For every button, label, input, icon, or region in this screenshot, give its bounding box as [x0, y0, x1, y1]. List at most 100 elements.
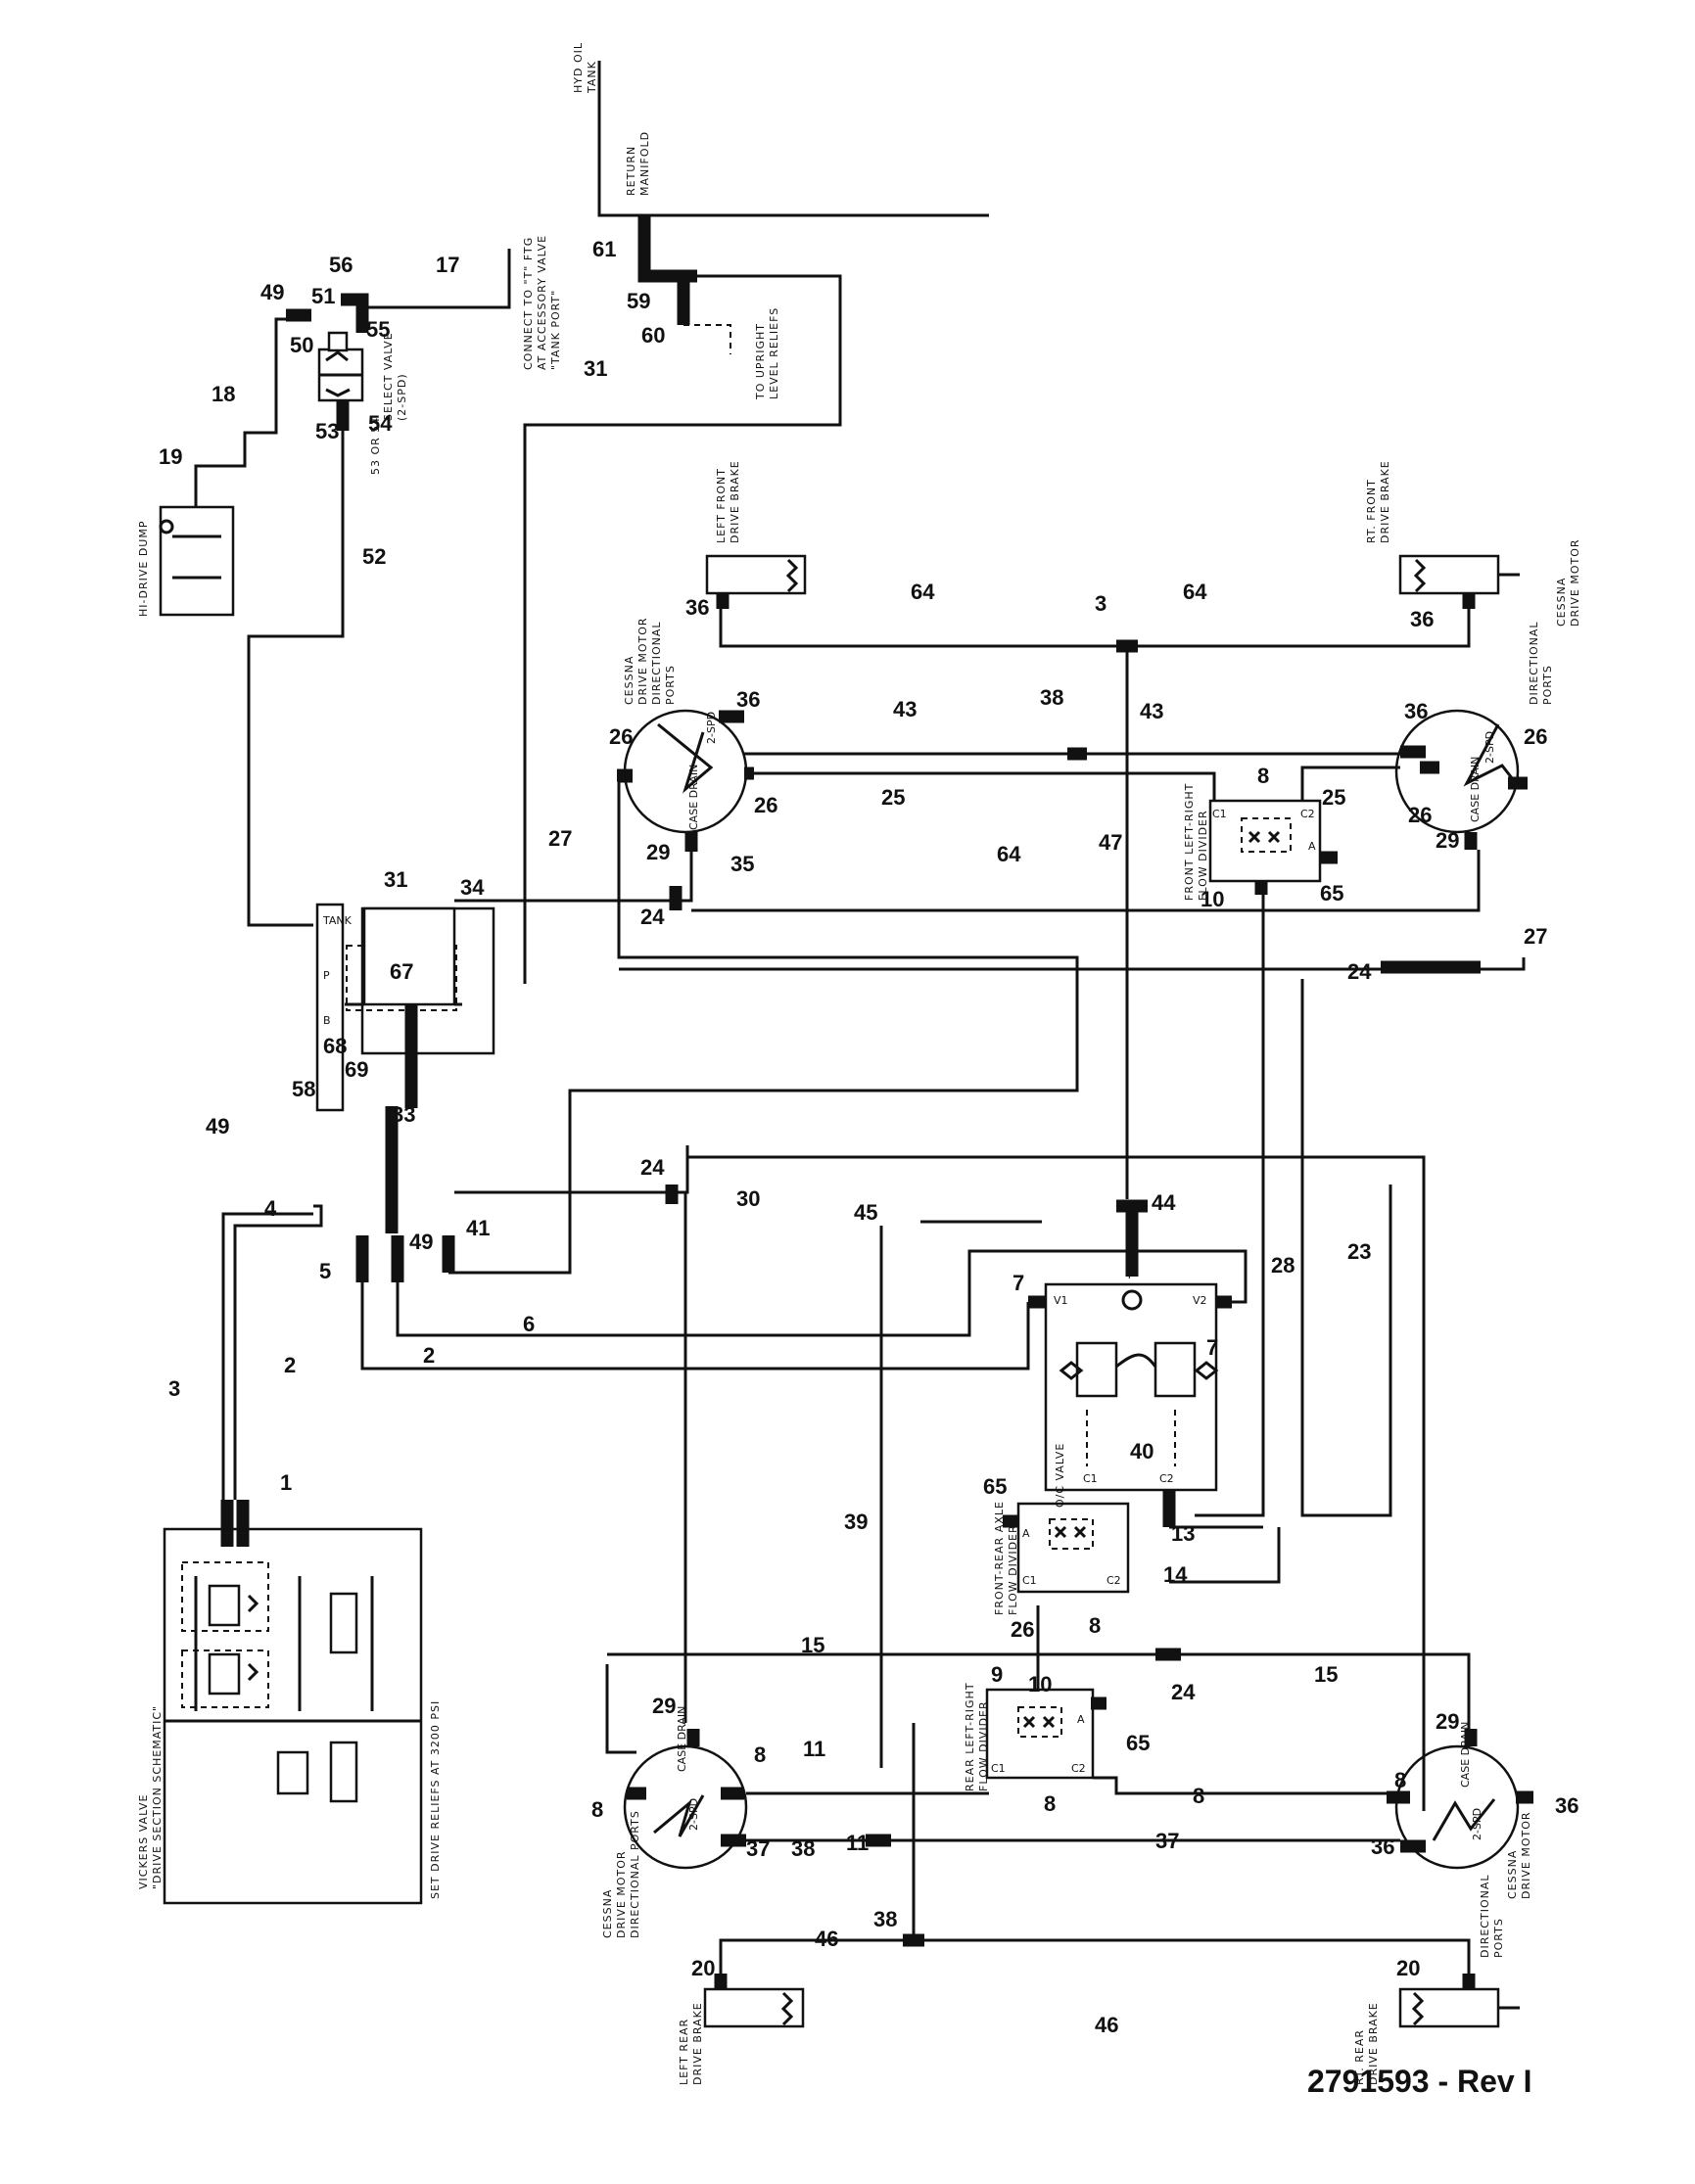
- document-number: 2791593 - Rev I: [1307, 2064, 1532, 2099]
- rt-front-brake-label: RT. FRONT DRIVE BRAKE: [1365, 460, 1391, 543]
- callout: 26: [609, 724, 633, 749]
- callout: 1: [280, 1470, 292, 1495]
- callout: 40: [1130, 1439, 1154, 1464]
- rt-rear-brake: RT. REAR DRIVE BRAKE: [1353, 1974, 1520, 2085]
- callout: 31: [584, 356, 607, 381]
- bl-2spd-label: 2-SPD: [687, 1798, 700, 1831]
- fd-front-c2: C2: [1300, 808, 1315, 820]
- callout: 24: [640, 905, 665, 929]
- callout: 54: [368, 411, 393, 436]
- callout: 58: [292, 1077, 315, 1101]
- callout: 18: [212, 382, 235, 406]
- mb-tank: TANK: [322, 914, 353, 927]
- fd-rear-a: A: [1077, 1713, 1085, 1726]
- front-left-right-flow-divider: C1 C2 A FRONT LEFT-RIGHT FLOW DIVIDER: [1183, 778, 1338, 901]
- callout: 46: [1095, 2013, 1118, 2037]
- callout: 61: [592, 237, 616, 261]
- rt-front-brake: RT. FRONT DRIVE BRAKE: [1365, 460, 1520, 609]
- callout: 68: [323, 1034, 347, 1058]
- cessna-tl-label: CESSNA DRIVE MOTOR DIRECTIONAL PORTS: [623, 613, 677, 705]
- callout: 36: [1404, 699, 1428, 723]
- callout: 7: [1206, 1335, 1218, 1360]
- callout: 36: [1371, 1835, 1394, 1859]
- callout: 46: [815, 1927, 838, 1951]
- callout: 10: [1201, 887, 1224, 911]
- callout: 36: [1555, 1793, 1578, 1818]
- callout: 3: [1095, 591, 1106, 616]
- left-rear-brake-label: LEFT REAR DRIVE BRAKE: [678, 2002, 704, 2085]
- br-2spd-label: 2-SPD: [1471, 1808, 1483, 1840]
- callout: 45: [854, 1200, 877, 1225]
- front-rear-axle-flow-divider: C1 C2 A FRONT-REAR AXLE FLOW DIVIDER: [993, 1501, 1130, 1615]
- return-manifold-label: RETURN MANIFOLD: [625, 131, 651, 196]
- callout: 39: [844, 1510, 868, 1534]
- rt-rear-brake-label: RT. REAR DRIVE BRAKE: [1353, 2002, 1380, 2085]
- callout: 47: [1099, 830, 1122, 855]
- oc-c1: C1: [1083, 1472, 1098, 1485]
- callout: 52: [362, 544, 386, 569]
- callout: 2: [423, 1343, 435, 1368]
- callout: 26: [1524, 724, 1547, 749]
- front-lr-divider-label: FRONT LEFT-RIGHT FLOW DIVIDER: [1183, 778, 1209, 901]
- oc-v1: V1: [1054, 1294, 1068, 1307]
- callout: 17: [436, 253, 459, 277]
- callout: 15: [801, 1633, 824, 1657]
- callout: 11: [803, 1737, 825, 1761]
- callout: 8: [1257, 764, 1269, 788]
- br-case-drain-label: CASE DRAIN: [1459, 1722, 1472, 1788]
- callout: 41: [466, 1216, 490, 1240]
- callout: 8: [591, 1797, 603, 1822]
- callout: 4: [264, 1196, 277, 1221]
- callout: 65: [983, 1474, 1007, 1499]
- cessna-bl-label: CESSNA DRIVE MOTOR DIRECTIONAL PORTS: [601, 1810, 641, 1938]
- oc-t: T: [1125, 1269, 1133, 1281]
- callout: 37: [746, 1836, 770, 1861]
- callout: 30: [736, 1186, 760, 1211]
- callout: 11: [846, 1831, 869, 1855]
- callout: 13: [1171, 1521, 1195, 1546]
- callout: 29: [646, 840, 670, 864]
- callout: 15: [1314, 1662, 1338, 1687]
- callout: 31: [384, 867, 407, 892]
- fd-front-c1: C1: [1212, 808, 1227, 820]
- oc-valve-label: O/C VALVE: [1054, 1443, 1066, 1508]
- oc-valve: V1 V2 T C1 C2 O/C VALVE: [1028, 1206, 1232, 1527]
- callout: 64: [1183, 580, 1207, 604]
- callout: 27: [1524, 924, 1547, 949]
- tl-case-drain-label: CASE DRAIN: [687, 765, 700, 830]
- callout: 44: [1152, 1190, 1176, 1215]
- callout: 29: [1436, 1709, 1459, 1734]
- callout: 36: [685, 595, 709, 620]
- callout: 27: [548, 826, 572, 851]
- callout: 8: [1193, 1784, 1204, 1808]
- callout: 19: [159, 444, 182, 469]
- callout: 14: [1163, 1562, 1188, 1587]
- callout: 64: [911, 580, 935, 604]
- vickers-label: VICKERS VALVE "DRIVE SECTION SCHEMATIC": [137, 1705, 164, 1889]
- callout: 25: [1322, 785, 1345, 810]
- callout: 38: [1040, 685, 1063, 710]
- tl-2spd-label: 2-SPD: [705, 712, 718, 744]
- select-valve-label: SELECT VALVE (2-SPD): [382, 328, 408, 421]
- callout: 51: [311, 284, 335, 308]
- callout: 29: [652, 1694, 676, 1718]
- callout: 36: [1410, 607, 1434, 631]
- connect-to-label: CONNECT TO "T" FTG AT ACCESSORY VALVE "T…: [522, 230, 562, 370]
- callout: 50: [290, 333, 313, 357]
- callout: 43: [1140, 699, 1163, 723]
- mb-p: P: [323, 969, 330, 982]
- callout: 2: [284, 1353, 296, 1377]
- callout-layer: 61 59 60 17 31 56 51 49 50 55 54 53 18 1…: [159, 237, 1578, 2037]
- callout: 20: [1396, 1956, 1420, 1980]
- return-manifold: HYD OIL TANK RETURN MANIFOLD TO UPRIGHT …: [523, 42, 989, 984]
- callout: 38: [791, 1836, 815, 1861]
- tr-case-drain-label: CASE DRAIN: [1469, 757, 1482, 822]
- callout: 55: [366, 317, 390, 342]
- fd-rear-c1: C1: [991, 1762, 1006, 1775]
- cessna-br-label: DIRECTIONAL PORTS CESSNA DRIVE MOTOR: [1479, 1812, 1532, 1959]
- callout: 38: [873, 1907, 897, 1931]
- callout: 8: [1089, 1613, 1101, 1638]
- oc-v2: V2: [1193, 1294, 1207, 1307]
- callout: 49: [260, 280, 284, 304]
